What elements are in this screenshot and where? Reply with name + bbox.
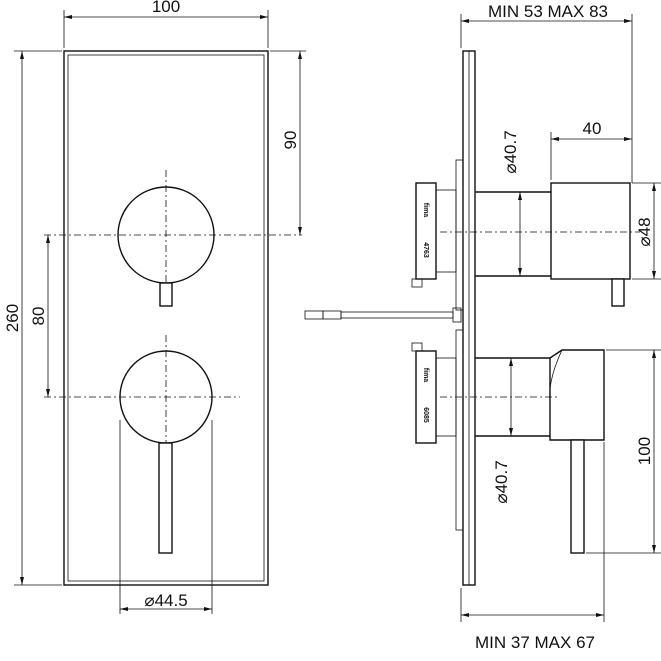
front-view: 100 260 90 80 ⌀44.5	[3, 0, 306, 614]
arrow	[518, 268, 522, 276]
lower-lever	[158, 442, 173, 554]
lower-cartridge-body	[415, 350, 437, 444]
arrow	[652, 271, 656, 279]
upper-cartridge-label: fima 4763	[422, 203, 429, 258]
arrow	[20, 51, 24, 59]
arrow	[46, 389, 50, 397]
code-upper: 4763	[422, 242, 429, 258]
arrow	[624, 19, 632, 23]
arrow	[518, 192, 522, 200]
upper-cartridge-body	[415, 182, 437, 280]
wall-stub-upper	[455, 159, 464, 311]
pipe-end-b	[322, 310, 342, 320]
top-range-label: MIN 53 MAX 83	[488, 2, 608, 21]
side-upper-knob-stem	[611, 278, 625, 307]
arrow	[596, 613, 604, 617]
arrow	[260, 15, 268, 19]
width-label: 100	[152, 0, 180, 16]
dim80-label: 80	[29, 307, 48, 326]
arrow	[652, 183, 656, 191]
side-upper-knob	[550, 182, 631, 280]
arrow	[652, 350, 656, 358]
arrow	[551, 137, 559, 141]
dia445-label: ⌀44.5	[144, 591, 187, 610]
upper-cartridge-collar	[435, 189, 457, 273]
pipe-body	[340, 311, 454, 319]
arrow	[64, 15, 72, 19]
upper-cartridge-tab	[411, 278, 423, 288]
pipe-end-a	[304, 310, 324, 320]
arrow	[509, 428, 513, 436]
lower-cartridge-label: fima 6085	[422, 368, 429, 423]
front-plate-inner	[67, 54, 265, 582]
arrow	[298, 51, 302, 59]
arrow	[20, 577, 24, 585]
lower-cartridge-tab	[411, 342, 423, 352]
arrow	[624, 137, 632, 141]
dim100-label: 100	[635, 437, 654, 465]
arrow	[509, 358, 513, 366]
arrow	[204, 607, 212, 611]
upper-knob-stem	[159, 282, 173, 307]
height-label: 260	[3, 304, 22, 332]
arrow	[120, 607, 128, 611]
side-lower-lever	[570, 439, 585, 554]
arrow	[298, 227, 302, 235]
dim90-label: 90	[281, 131, 300, 150]
side-lower-handle-curve	[549, 349, 563, 401]
upper-dia407-label: ⌀40.7	[501, 130, 520, 173]
dim40-label: 40	[583, 119, 602, 138]
arrow	[461, 19, 469, 23]
side-view: MIN 53 MAX 83 fima 4763 40 ⌀40.7	[304, 2, 661, 652]
front-plate-outer	[63, 50, 269, 586]
bottom-range-label: MIN 37 MAX 67	[475, 633, 595, 652]
code-lower: 6085	[422, 407, 429, 423]
arrow	[652, 545, 656, 553]
dia48-label: ⌀48	[635, 217, 654, 246]
arrow	[461, 613, 469, 617]
brand-upper: fima	[422, 203, 429, 218]
arrow	[46, 235, 50, 243]
pipe-flange	[452, 307, 462, 323]
wall-stub-lower	[455, 329, 464, 531]
brand-lower: fima	[422, 368, 429, 383]
side-lower-handle	[549, 349, 605, 441]
lower-dia407-label: ⌀40.7	[492, 460, 511, 503]
